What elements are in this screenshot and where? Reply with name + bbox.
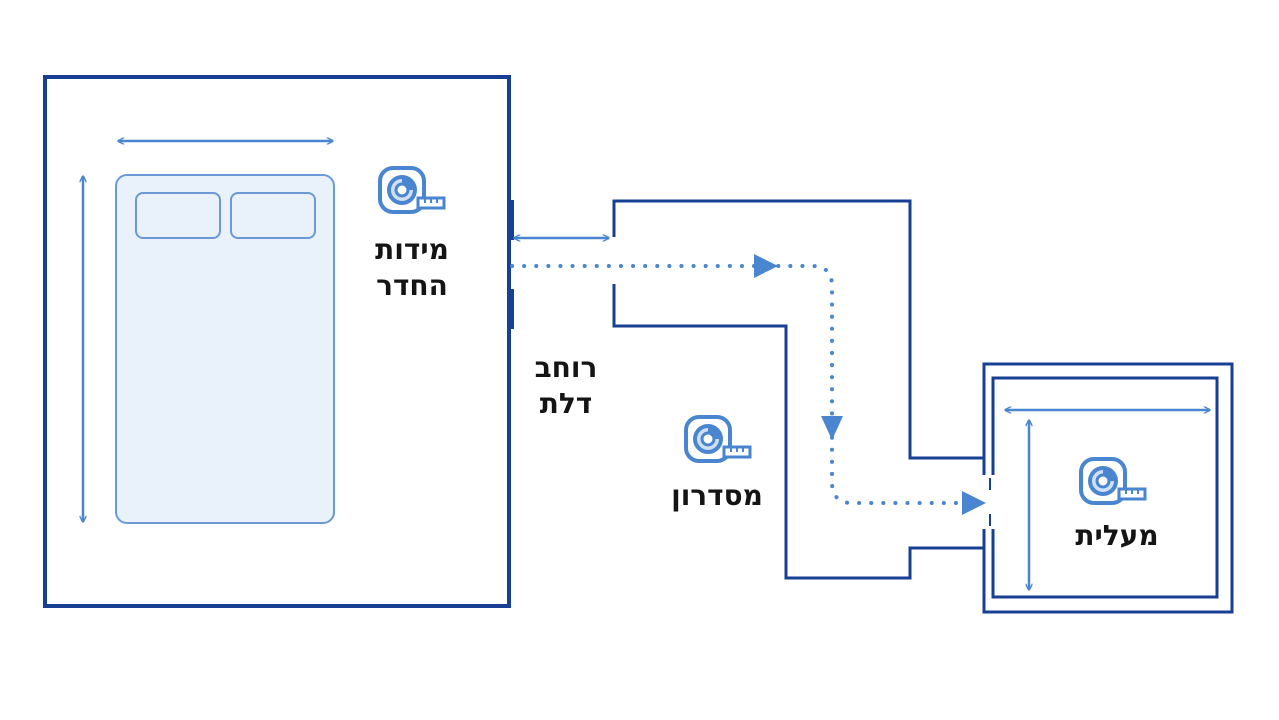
- room-dimensions-label: מידות החדר: [375, 233, 449, 302]
- elevator-inner-wall: [991, 376, 1219, 599]
- pillow-right: [230, 192, 316, 239]
- elevator-outer-wall: [982, 362, 1234, 614]
- door-width-label: רוחב דלת: [534, 351, 598, 420]
- path-arrow-down-icon: [821, 416, 843, 440]
- door-jamb-bottom: [507, 289, 514, 329]
- corridor-label: מסדרון: [671, 479, 763, 512]
- path-arrow-right-icon: [754, 254, 778, 278]
- tape-measure-icon: [378, 166, 446, 214]
- elevator-label: מעלית: [1075, 519, 1159, 552]
- door-jamb-top: [507, 200, 514, 240]
- corridor-wall: [612, 199, 986, 580]
- path-arrow-right-icon: [962, 491, 986, 515]
- bed: [115, 174, 335, 524]
- room-wall: [43, 75, 511, 608]
- tape-measure-icon: [1079, 457, 1147, 505]
- pillow-left: [135, 192, 221, 239]
- tape-measure-icon: [684, 415, 752, 463]
